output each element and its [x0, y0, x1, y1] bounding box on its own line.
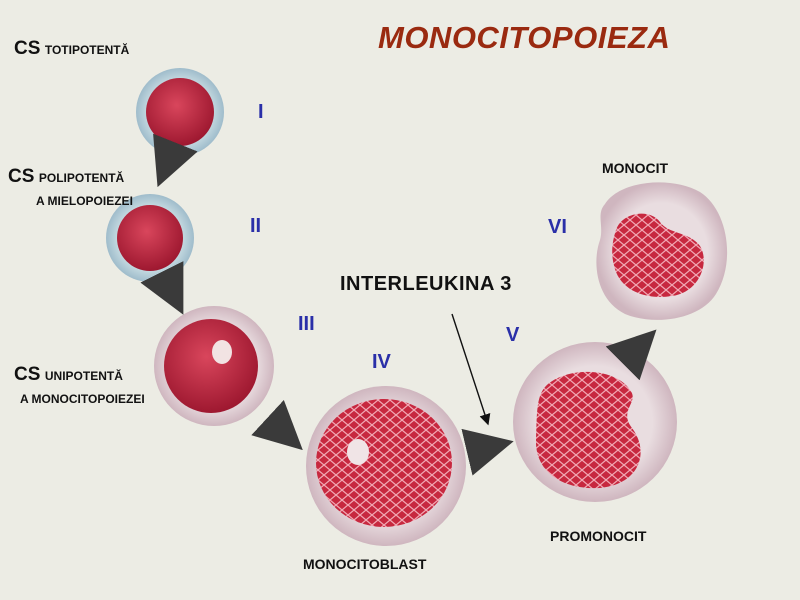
roman-stage-6: VI [548, 216, 567, 238]
cell-stage-4 [306, 386, 466, 546]
label-stage-5: PROMONOCIT [550, 528, 647, 544]
interleukin-label: INTERLEUKINA 3 [340, 273, 512, 295]
diagram-title: MONOCITOPOIEZA [378, 20, 671, 55]
arrow-3-4 [251, 399, 303, 451]
arrow-2-3 [140, 261, 184, 315]
cell-stage-5 [513, 342, 677, 502]
interleukin-pointer-arrow [451, 313, 491, 426]
label-stage-2: CS POLIPOTENTĂ [8, 166, 125, 187]
arrow-4-5 [461, 428, 514, 476]
roman-stage-5: V [506, 324, 520, 346]
roman-stage-3: III [298, 313, 315, 335]
roman-stage-2: II [250, 215, 262, 237]
arrow-5-6 [605, 329, 657, 381]
label-stage-2-line2: A MIELOPOIEZEI [36, 194, 133, 208]
label-stage-1: CS TOTIPOTENTĂ [14, 38, 130, 59]
cell-stage-2 [106, 194, 194, 282]
cell-stage-1 [136, 68, 224, 156]
label-stage-3: CS UNIPOTENTĂ [14, 364, 123, 385]
label-stage-6: MONOCIT [602, 160, 669, 176]
roman-stage-4: IV [372, 351, 391, 373]
roman-stage-1: I [258, 101, 264, 123]
cell-stage-3 [154, 306, 274, 426]
label-stage-3-line2: A MONOCITOPOIEZEI [20, 392, 145, 406]
label-stage-4: MONOCITOBLAST [303, 556, 427, 572]
cell-stage-6 [596, 182, 728, 320]
arrow-1-2 [153, 133, 198, 188]
